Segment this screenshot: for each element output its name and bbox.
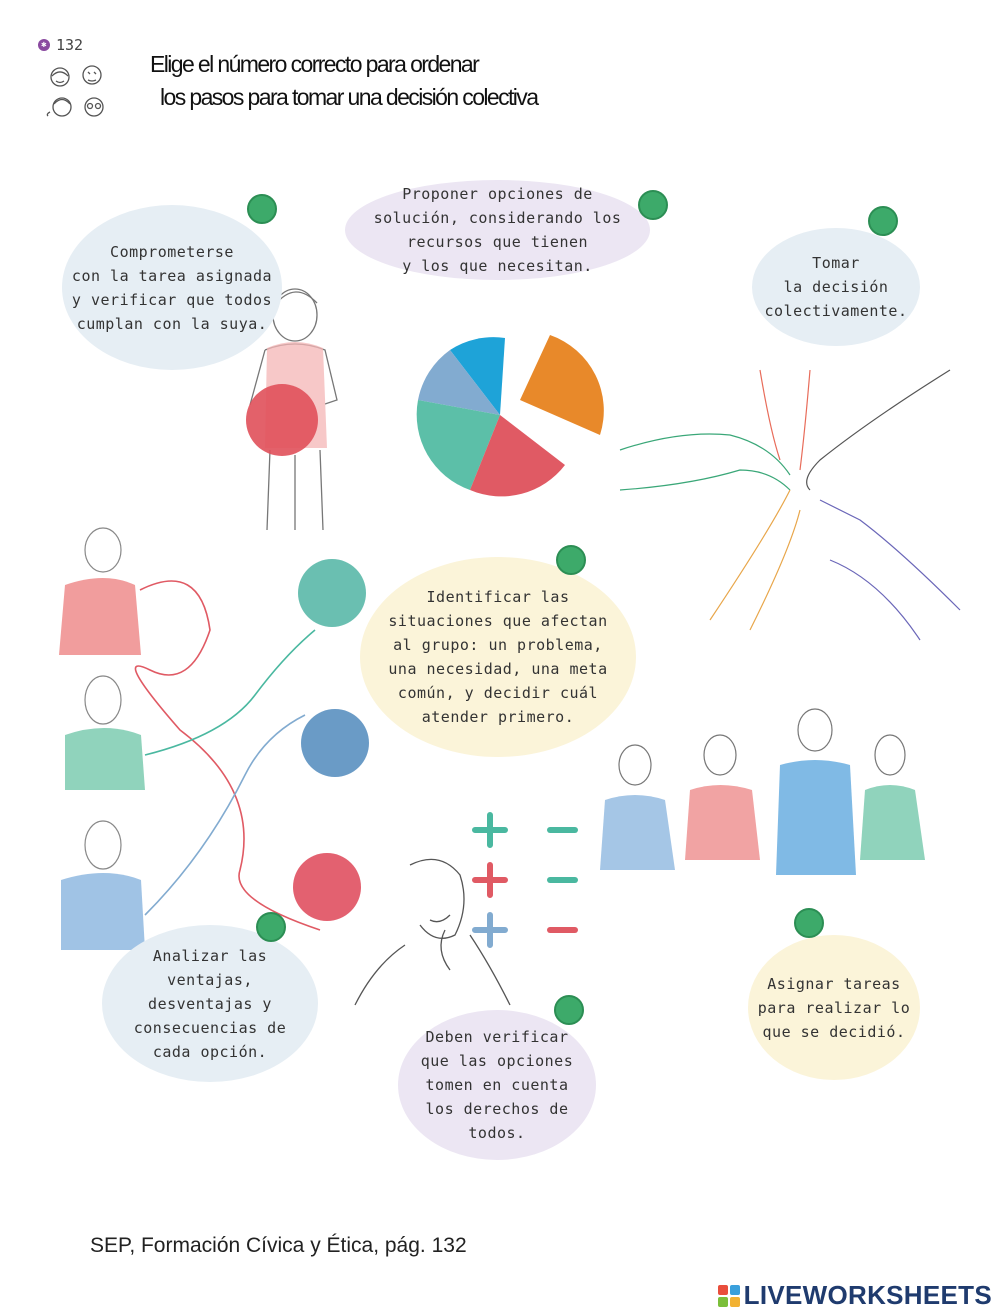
stacked-hands-illustration	[619, 369, 961, 641]
instruction-text: Elige el número correcto para ordenar lo…	[150, 48, 539, 114]
answer-slot-tomar[interactable]	[868, 206, 898, 236]
answer-slot-analizar[interactable]	[256, 912, 286, 942]
answer-slot-identificar[interactable]	[556, 545, 586, 575]
answer-slot-verificar[interactable]	[554, 995, 584, 1025]
source-citation: SEP, Formación Cívica y Ética, pág. 132	[90, 1234, 467, 1257]
bubble-asignar: Asignar tareas para realizar lo que se d…	[748, 935, 920, 1080]
liveworksheets-logo-icon	[717, 1284, 740, 1307]
instruction-line-1: Elige el número correcto para ordenar	[150, 51, 480, 77]
bubble-verificar: Deben verificar que las opciones tomen e…	[398, 1010, 596, 1160]
boy-with-ball-illustration	[246, 288, 338, 531]
bubble-identificar: Identificar las situaciones que afectan …	[360, 557, 636, 757]
answer-slot-comprometerse[interactable]	[247, 194, 277, 224]
instruction-line-2: los pasos para tomar una decisión colect…	[160, 84, 539, 110]
children-with-strings-illustration	[59, 527, 369, 950]
pie-chart-illustration	[416, 335, 604, 497]
thinking-person-illustration	[354, 858, 511, 1006]
group-faces-icon	[46, 65, 104, 117]
bubble-tomar: Tomar la decisión colectivamente.	[752, 228, 920, 346]
answer-slot-asignar[interactable]	[794, 908, 824, 938]
bubble-analizar: Analizar las ventajas, desventajas y con…	[102, 925, 318, 1082]
bubble-comprometerse: Comprometerse con la tarea asignada y ve…	[62, 205, 282, 370]
answer-slot-proponer[interactable]	[638, 190, 668, 220]
brand-wordmark: LIVEWORKSHEETS	[743, 1280, 992, 1310]
bubble-proponer: Proponer opciones de solución, considera…	[345, 180, 650, 280]
star-icon: ✱	[38, 39, 50, 51]
liveworksheets-brand: LIVEWORKSHEETS	[717, 1280, 992, 1311]
page-number-text: 132	[56, 36, 84, 54]
plus-minus-signs-illustration	[472, 812, 578, 948]
page-number: ✱ 132	[38, 36, 83, 54]
group-of-children-illustration	[600, 708, 925, 875]
